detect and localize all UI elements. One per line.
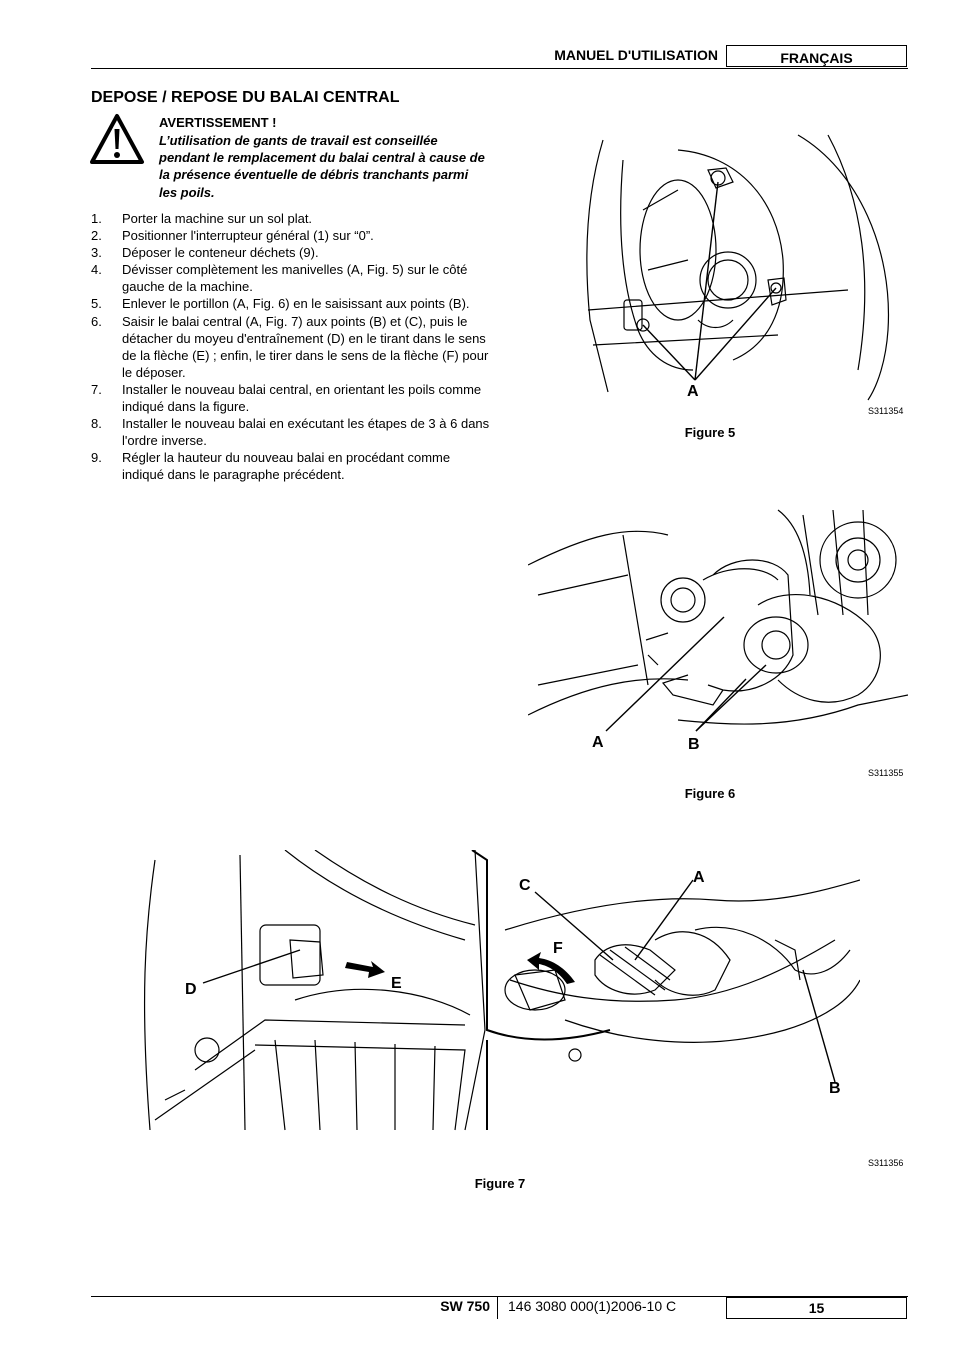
list-item: 8.Installer le nouveau balai en exécutan… — [91, 416, 490, 449]
figure-6-caption: Figure 6 — [684, 786, 736, 801]
fig5-label-a: A — [687, 383, 699, 400]
page-number: 15 — [726, 1297, 907, 1319]
fig7-label-e: E — [391, 975, 402, 992]
figure-5-caption: Figure 5 — [684, 425, 736, 440]
warning-title: AVERTISSEMENT ! — [159, 115, 277, 130]
language-label: FRANÇAIS — [726, 45, 907, 67]
footer-separator — [497, 1297, 498, 1319]
list-item: 3.Déposer le conteneur déchets (9). — [91, 245, 319, 261]
model-name: SW 750 — [440, 1298, 490, 1314]
list-item: 6.Saisir le balai central (A, Fig. 7) au… — [91, 313, 489, 380]
fig7-label-f: F — [553, 940, 563, 957]
list-item: 1.Porter la machine sur un sol plat. — [91, 211, 313, 226]
section-title: DEPOSE / REPOSE DU BALAI CENTRAL — [91, 89, 400, 106]
procedure-steps: 1.Porter la machine sur un sol plat. 2.P… — [91, 210, 491, 484]
footer-rule — [91, 1296, 908, 1297]
list-item: 4.Dévisser complètement les manivelles (… — [91, 262, 468, 295]
list-item: 9.Régler la hauteur du nouveau balai en … — [91, 450, 451, 483]
header-rule — [91, 68, 908, 69]
figure-7-ref: S311356 — [868, 1158, 904, 1168]
figure-7-caption: Figure 7 — [474, 1176, 526, 1191]
figure-6-illustration: A B — [528, 509, 908, 753]
fig7-label-c: C — [519, 877, 531, 894]
warning-triangle-icon — [90, 114, 144, 164]
fig7-label-b: B — [829, 1080, 841, 1097]
list-item: 7.Installer le nouveau balai central, en… — [91, 381, 482, 415]
document-code: 146 3080 000(1)2006-10 C — [508, 1298, 677, 1314]
figure-5-ref: S311354 — [868, 406, 904, 416]
fig6-label-b: B — [688, 736, 700, 753]
figure-7-illustration: D E C F A B — [143, 850, 860, 1131]
list-item: 2.Positionner l'interrupteur général (1)… — [91, 228, 374, 244]
warning-text: L’utilisation de gants de travail est co… — [159, 133, 485, 200]
figure-5-illustration: A — [586, 134, 890, 401]
list-item: 5.Enlever le portillon (A, Fig. 6) en le… — [91, 296, 470, 312]
fig6-label-a: A — [592, 734, 604, 751]
figure-6-ref: S311355 — [868, 768, 904, 778]
manual-title: MANUEL D'UTILISATION — [554, 47, 718, 63]
fig7-label-a: A — [693, 869, 705, 886]
fig7-label-d: D — [185, 981, 197, 998]
